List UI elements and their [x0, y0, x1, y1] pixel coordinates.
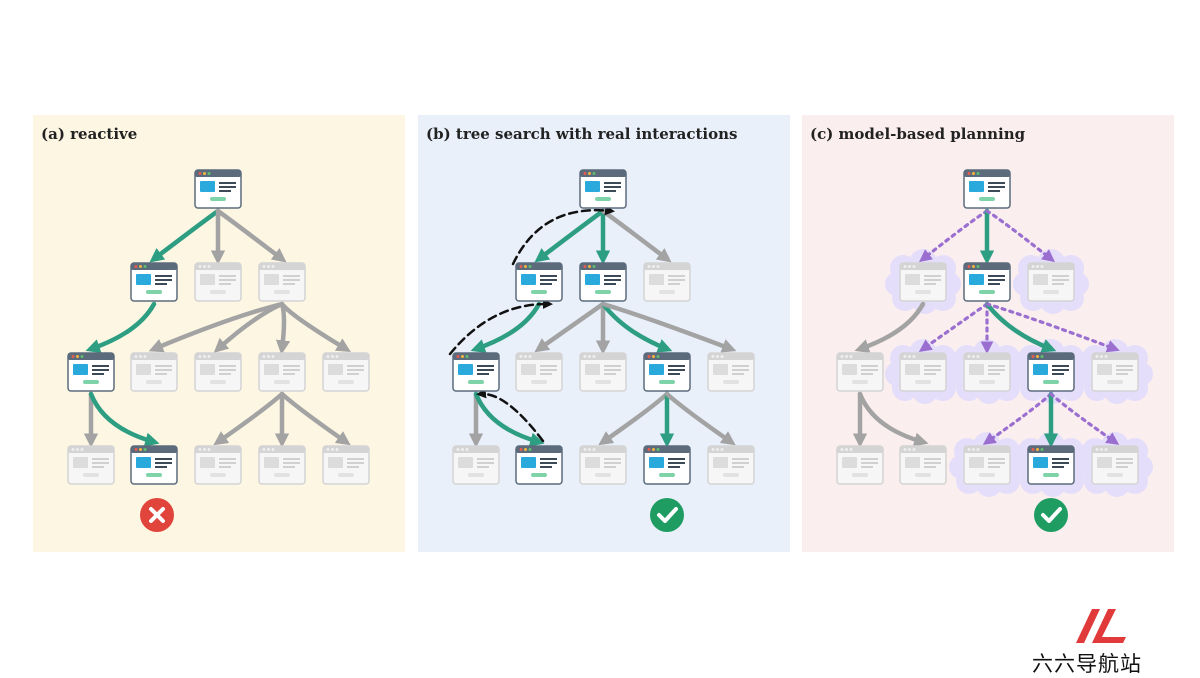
simulated-arrow — [982, 392, 1053, 445]
green-arrow — [984, 301, 1057, 353]
backtrack-arrow — [511, 205, 615, 266]
gray-arrow — [275, 301, 291, 355]
gray-arrow — [854, 301, 926, 353]
webpage-node-visited — [579, 262, 627, 302]
gray-arrow — [534, 301, 606, 353]
webpage-node — [67, 445, 115, 485]
green-arrow — [88, 391, 160, 447]
webpage-node — [194, 262, 242, 302]
webpage-node — [130, 352, 178, 392]
simulated-arrow — [1049, 392, 1120, 445]
webpage-node-visited — [67, 352, 115, 392]
webpage-node-visited — [130, 445, 178, 485]
webpage-node — [1027, 262, 1075, 302]
webpage-node — [899, 352, 947, 392]
webpage-node — [1091, 352, 1139, 392]
watermark-logo — [1076, 609, 1126, 643]
webpage-node — [258, 262, 306, 302]
webpage-node — [322, 352, 370, 392]
green-arrow — [600, 301, 673, 353]
webpage-node — [963, 352, 1011, 392]
webpage-node-visited — [643, 352, 691, 392]
webpage-node-visited — [130, 262, 178, 302]
success-check-icon — [1034, 498, 1068, 532]
webpage-node — [515, 352, 563, 392]
panel-title: (a) reactive — [41, 125, 138, 143]
backtrack-arrow — [448, 298, 553, 356]
webpage-node — [899, 445, 947, 485]
webpage-node — [1091, 445, 1139, 485]
green-arrow — [534, 208, 606, 263]
webpage-node — [836, 445, 884, 485]
webpage-node — [194, 445, 242, 485]
webpage-node — [452, 445, 500, 485]
webpage-node — [258, 352, 306, 392]
webpage-node — [194, 352, 242, 392]
panel-title: (b) tree search with real interactions — [426, 125, 738, 143]
webpage-node-visited — [515, 262, 563, 302]
gray-arrow — [279, 391, 351, 446]
panel-title: (c) model-based planning — [810, 125, 1026, 143]
gray-arrow — [664, 391, 736, 446]
webpage-node-root — [194, 169, 242, 209]
webpage-node — [322, 445, 370, 485]
watermark-text: 六六导航站 — [1032, 652, 1142, 676]
webpage-node — [899, 262, 947, 302]
webpage-node — [836, 352, 884, 392]
gray-arrow — [215, 208, 287, 263]
gray-arrow — [213, 301, 285, 353]
gray-arrow — [600, 301, 737, 353]
green-arrow — [470, 301, 542, 353]
simulated-arrow — [918, 302, 989, 352]
backtrack-arrow — [476, 388, 545, 443]
webpage-node — [707, 445, 755, 485]
webpage-node-root — [579, 169, 627, 209]
webpage-node-root — [963, 169, 1011, 209]
webpage-node — [643, 262, 691, 302]
webpage-node — [963, 445, 1011, 485]
gray-arrow — [213, 391, 285, 446]
webpage-node-visited — [515, 445, 563, 485]
webpage-node — [258, 445, 306, 485]
green-arrow — [85, 301, 157, 353]
webpage-node — [579, 352, 627, 392]
gray-arrow — [279, 301, 351, 352]
simulated-arrow — [918, 209, 989, 263]
webpage-node-visited — [452, 352, 500, 392]
webpage-node-visited — [963, 262, 1011, 302]
simulated-arrow — [985, 209, 1056, 263]
webpage-node-visited — [643, 445, 691, 485]
webpage-node — [579, 445, 627, 485]
webpage-node-visited — [1027, 445, 1075, 485]
gray-arrow — [598, 391, 670, 446]
success-check-icon — [650, 498, 684, 532]
gray-arrow — [148, 301, 285, 353]
gray-arrow — [600, 208, 672, 263]
green-arrow — [473, 391, 545, 447]
webpage-node-visited — [1027, 352, 1075, 392]
gray-arrow — [857, 391, 929, 447]
webpage-node — [707, 352, 755, 392]
failure-x-icon — [140, 498, 174, 532]
simulated-arrow — [985, 302, 1120, 353]
green-arrow — [149, 208, 221, 263]
